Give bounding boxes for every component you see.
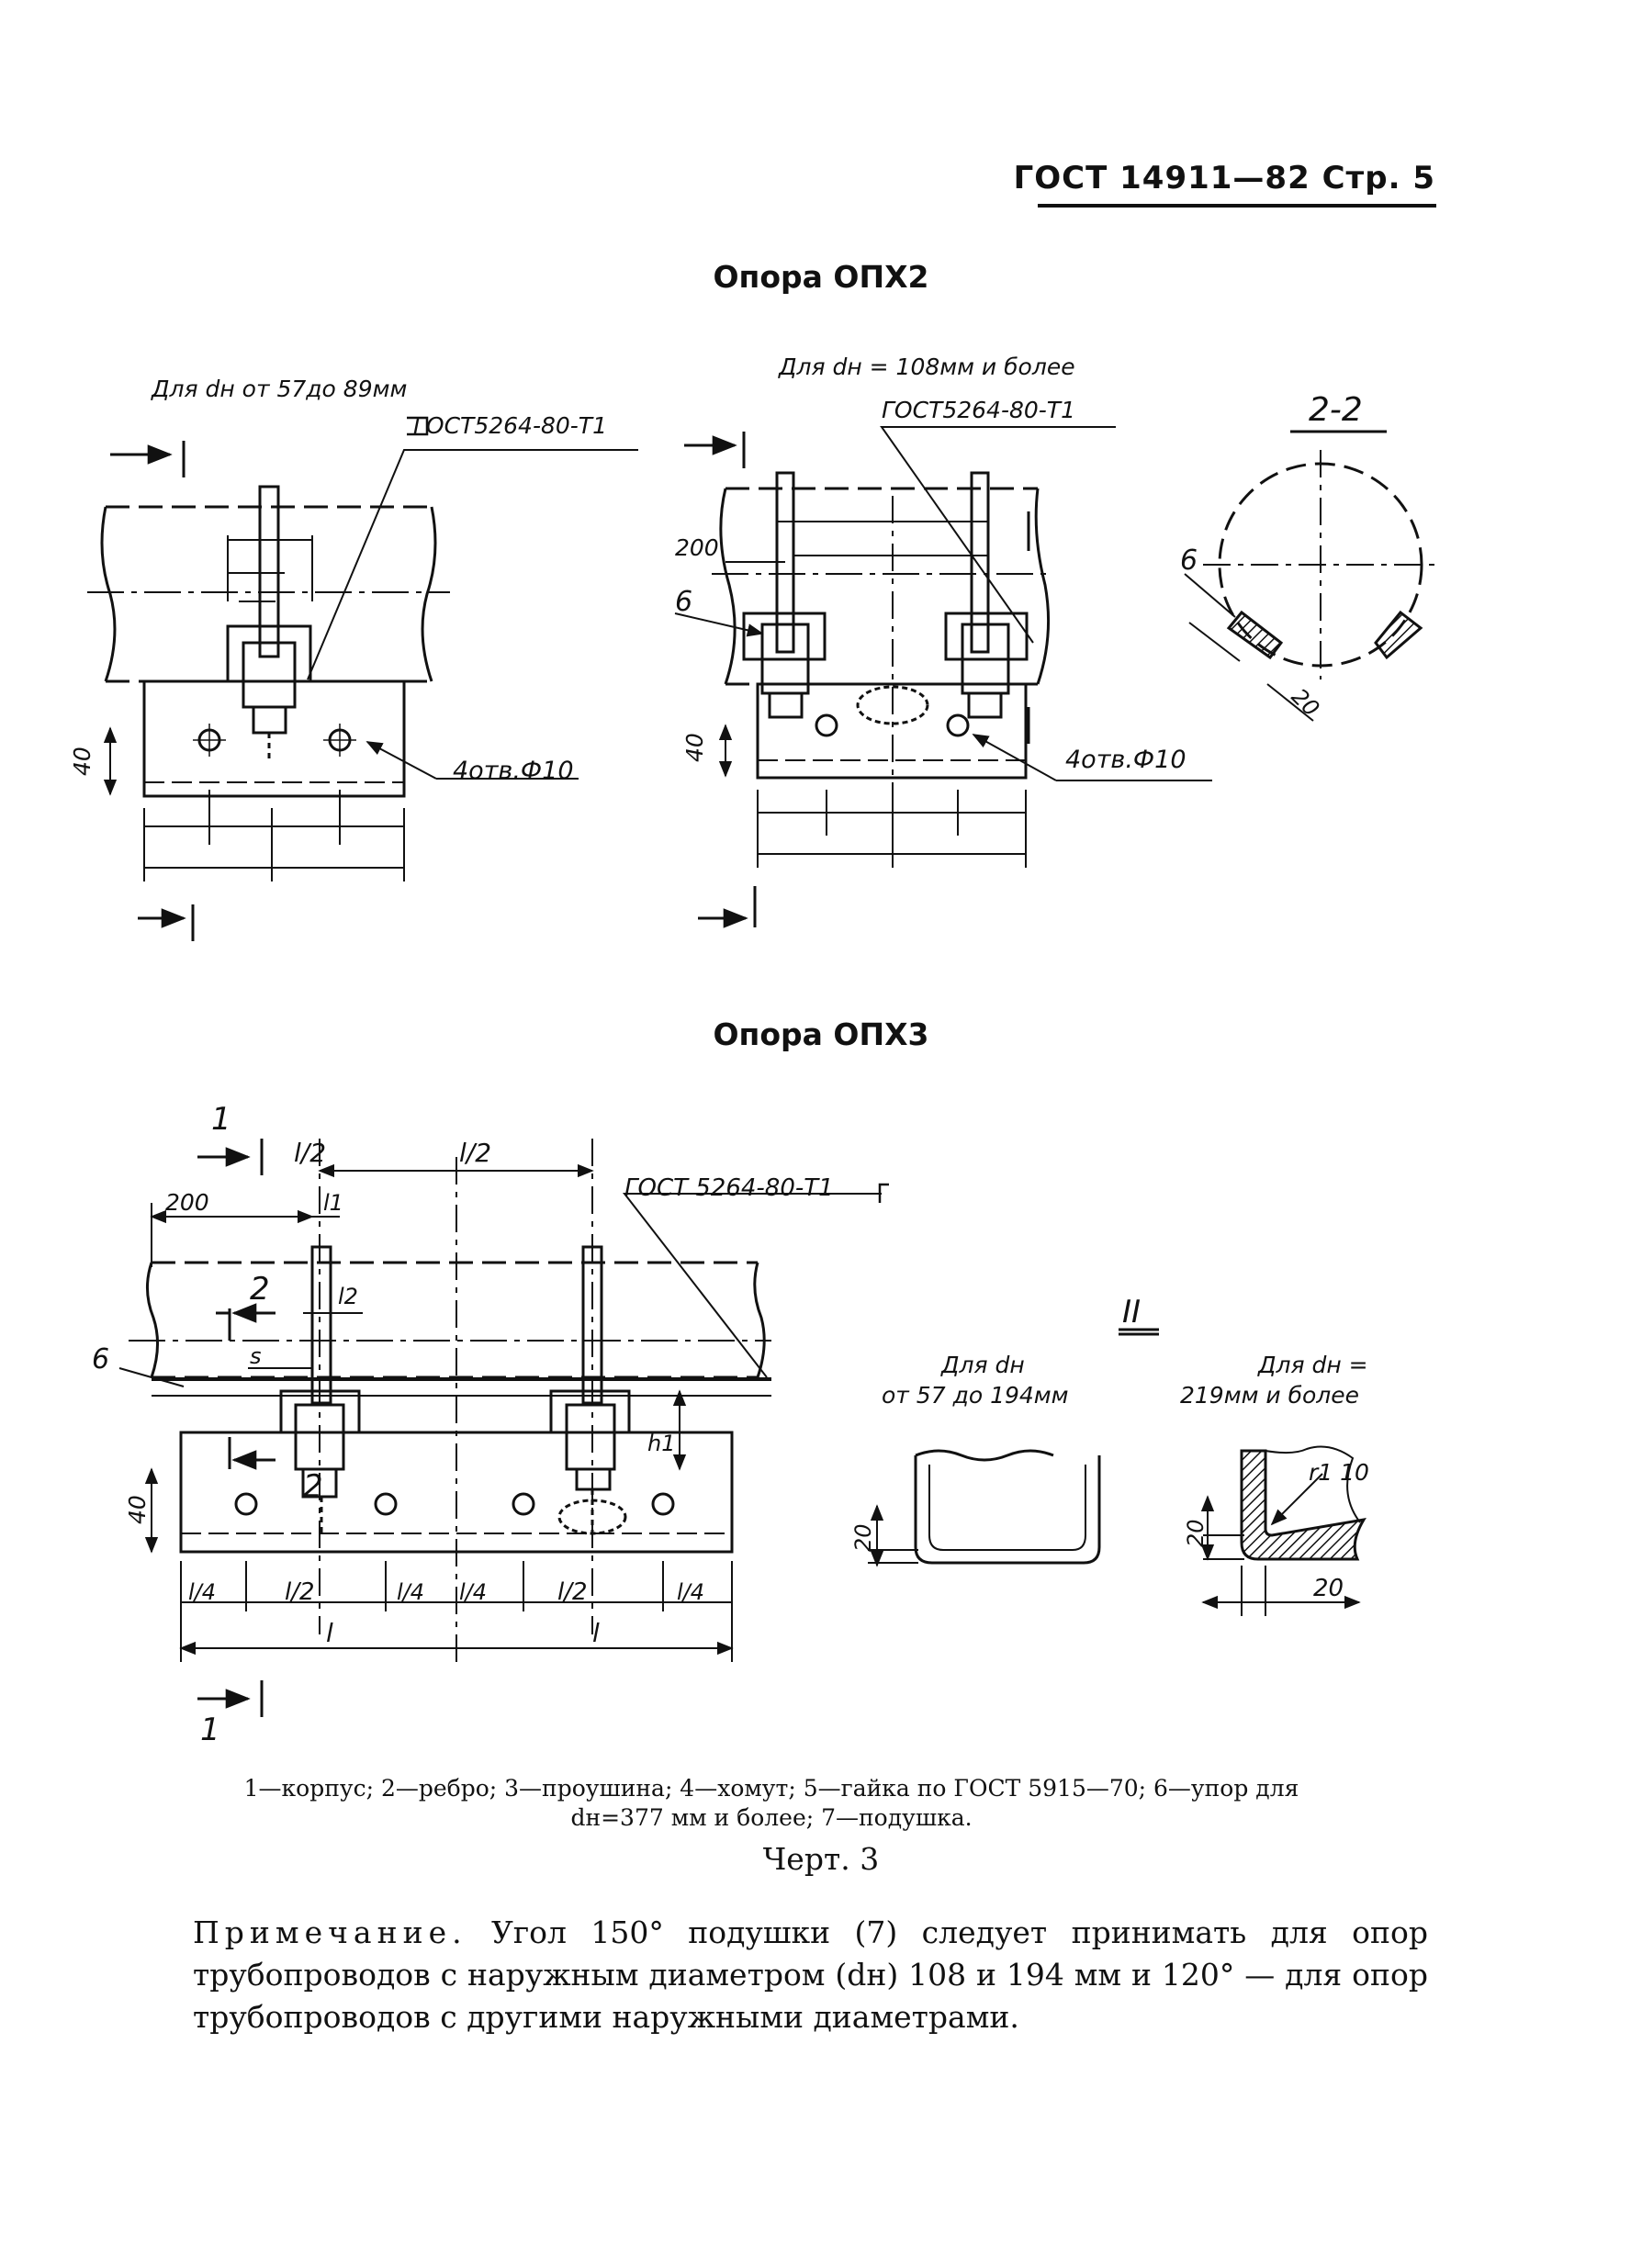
opx3-title: Опора ОПХ3: [713, 1016, 929, 1052]
detail-a-dim: 20: [850, 1523, 876, 1552]
opx2-left-gost: ГОСТ5264-80-Т1: [413, 412, 607, 439]
figure-caption-line2: dн=377 мм и более; 7—подушка.: [570, 1804, 973, 1831]
opx2-left-view: [87, 416, 638, 941]
section-dim-20: 20: [1287, 683, 1324, 721]
section-title: 2-2: [1309, 391, 1363, 429]
opx2-label-6: 6: [675, 586, 692, 618]
detail-b-radius: r1 10: [1309, 1459, 1369, 1486]
header-rule: [1038, 204, 1436, 208]
opx3-dim-l2-d: l/2: [557, 1578, 588, 1606]
page-header: ГОСТ 14911—82 Стр. 5: [1013, 160, 1435, 196]
opx2-left-range: Для dн от 57до 89мм: [151, 376, 407, 402]
opx2-left-dim-40: 40: [69, 747, 96, 776]
detail-a-line2: от 57 до 194мм: [882, 1382, 1069, 1409]
opx3-dim-l1: l1: [323, 1190, 343, 1216]
opx3-dim-l4-a: l/4: [188, 1579, 216, 1605]
opx3-dim-l-b: l: [592, 1618, 600, 1648]
opx3-dim-s: s: [250, 1343, 262, 1369]
detail-b-line1: Для dн =: [1257, 1352, 1368, 1378]
opx2-right-view: [674, 426, 1212, 928]
detail-view-label: II: [1122, 1294, 1141, 1330]
opx3-dim-l4-c: l/4: [459, 1579, 487, 1605]
detail-b-line2: 219мм и более: [1180, 1382, 1359, 1409]
note-lead: Примечание.: [193, 1914, 467, 1950]
opx3-section-2-bottom: 2: [303, 1468, 323, 1505]
opx2-right-gost: ГОСТ5264-80-Т1: [882, 397, 1075, 423]
note-body: Угол 150° подушки (7) следует принимать …: [193, 1914, 1428, 2035]
opx3-section-1-bottom: 1: [200, 1712, 220, 1748]
opx2-right-holes: 4отв.Ф10: [1065, 746, 1187, 774]
opx3-dim-l4-d: l/4: [677, 1579, 704, 1605]
opx3-dim-l2-c: l/2: [285, 1578, 315, 1606]
detail-ii: [868, 1328, 1366, 1616]
figure-caption-line1: 1—корпус; 2—ребро; 3—проушина; 4—хомут; …: [243, 1775, 1299, 1802]
opx3-dim-l-a: l: [326, 1618, 333, 1648]
opx3-dim-l4-b: l/4: [397, 1579, 424, 1605]
drawing-labels: Для dн от 57до 89мм ГОСТ5264-80-Т1 4отв.…: [69, 354, 1369, 1748]
opx3-dim-lb2: l2: [338, 1284, 358, 1309]
detail-a-line1: Для dн: [940, 1352, 1025, 1378]
opx3-dim-h1: h1: [647, 1431, 675, 1456]
detail-b-dim-v: 20: [1183, 1519, 1209, 1547]
figure-label: Черт. 3: [762, 1841, 880, 1877]
opx3-dim-l2-b: l/2: [459, 1138, 491, 1168]
section-2-2: [1184, 430, 1437, 722]
opx3-label-6: 6: [92, 1343, 109, 1375]
opx3-gost: ГОСТ 5264-80-Т1: [624, 1174, 834, 1202]
opx2-left-holes: 4отв.Ф10: [453, 757, 574, 785]
opx2-title: Опора ОПХ2: [713, 259, 929, 295]
section-label-6: 6: [1180, 545, 1198, 577]
opx3-dim-200: 200: [165, 1189, 209, 1216]
note-paragraph: Примечание. Угол 150° подушки (7) следуе…: [193, 1912, 1428, 2038]
detail-b-dim-h: 20: [1313, 1575, 1344, 1602]
opx2-right-dim-200: 200: [675, 534, 719, 561]
opx2-right-range: Для dн = 108мм и более: [778, 354, 1075, 380]
opx3-dim-l2-a: l/2: [294, 1138, 326, 1168]
opx2-right-dim-40: 40: [681, 733, 708, 762]
opx3-main-view: [118, 1139, 889, 1717]
opx3-dim-40: 40: [124, 1495, 151, 1524]
opx3-section-2-top: 2: [250, 1271, 270, 1308]
opx3-section-1-top: 1: [211, 1101, 231, 1138]
